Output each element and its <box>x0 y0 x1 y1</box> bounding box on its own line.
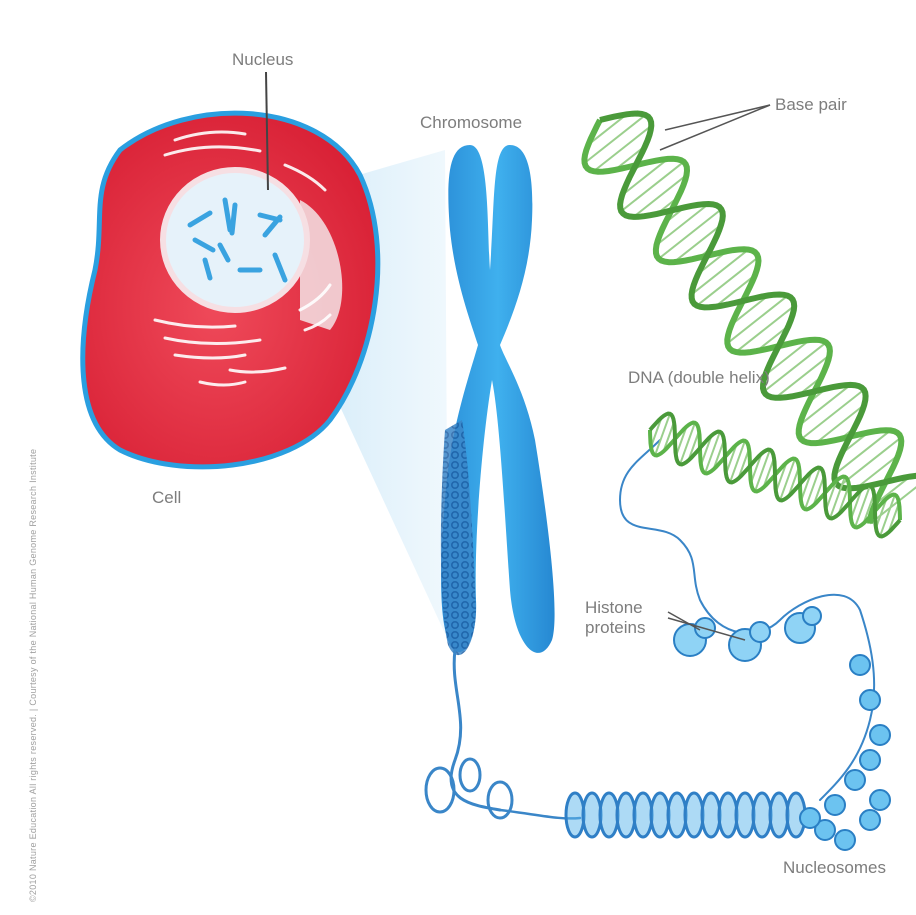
chromosome-illustration <box>441 145 555 655</box>
label-chromosome: Chromosome <box>420 113 522 133</box>
label-histone-line2: proteins <box>585 618 645 638</box>
label-histone-line1: Histone <box>585 598 645 618</box>
copyright-credit: ©2010 Nature Education All rights reserv… <box>28 262 44 902</box>
label-histone-proteins: Histone proteins <box>585 598 645 637</box>
label-nucleus: Nucleus <box>232 50 293 70</box>
label-dna: DNA (double helix) <box>628 368 770 388</box>
nucleosome-beads <box>800 655 890 850</box>
histone-clusters <box>674 607 821 661</box>
base-pair-pointers <box>660 105 770 150</box>
label-nucleosomes: Nucleosomes <box>783 858 886 878</box>
cell-illustration <box>83 72 378 467</box>
label-base-pair: Base pair <box>775 95 847 115</box>
label-cell: Cell <box>152 488 181 508</box>
